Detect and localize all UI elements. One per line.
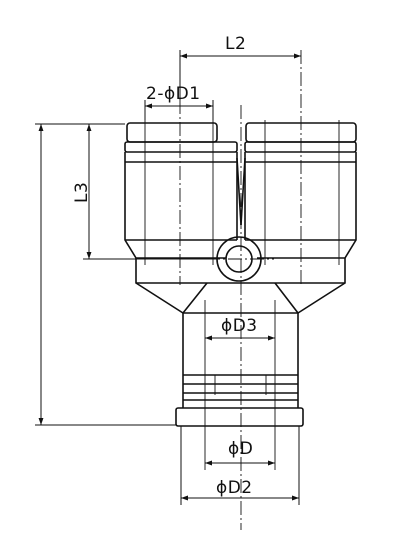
dimension-label-l3: L3: [72, 181, 92, 203]
dimension-label-d3: ϕD3: [221, 316, 258, 336]
fitting-outline: [124, 122, 357, 427]
left-release-collar: [126, 122, 218, 143]
bottom-collet: [175, 407, 304, 427]
center-lines: [179, 50, 302, 530]
hidden-lines: [144, 120, 340, 470]
right-taper: [274, 282, 346, 314]
left-taper: [135, 282, 208, 314]
left-port-body: [124, 152, 238, 259]
dimension-lines: [35, 50, 301, 505]
dimension-label-d1: 2-ϕD1: [146, 84, 201, 104]
dimension-label-d: ϕD: [228, 439, 254, 459]
stem: [182, 313, 299, 408]
dimension-label-l2: L2: [225, 34, 247, 54]
dimension-label-d2: ϕD2: [216, 478, 253, 498]
left-port-cap: [124, 141, 238, 153]
right-port-cap: [244, 141, 357, 153]
lower-body-block: [135, 258, 346, 284]
